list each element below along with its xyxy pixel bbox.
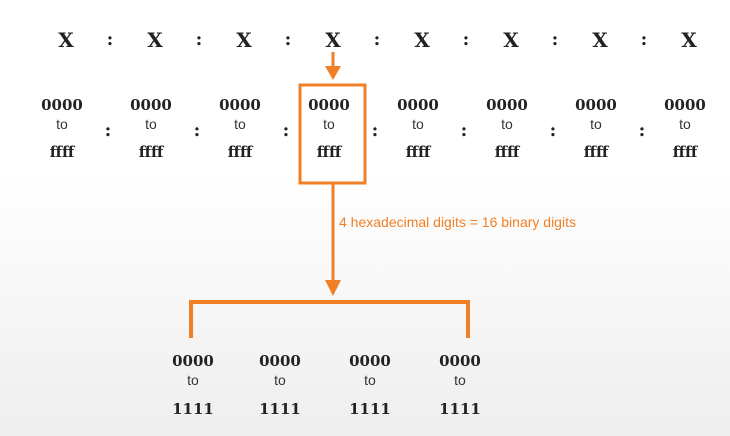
range-to-label: to [323, 116, 335, 132]
hextet-range: 0000 to ffff [655, 96, 715, 161]
colon-separator: : [371, 120, 379, 141]
range-end: 1111 [349, 400, 391, 418]
hextet-placeholder: X [681, 28, 697, 52]
annotation-label: 4 hexadecimal digits = 16 binary digits [339, 214, 576, 230]
hextet-range: 0000 to ffff [121, 96, 181, 161]
hextet-placeholder: X [236, 28, 252, 52]
hextet-range: 0000 to ffff [566, 96, 626, 161]
range-to-label: to [412, 116, 424, 132]
range-to-label: to [364, 372, 376, 388]
down-arrow-middle [325, 184, 341, 296]
range-end: ffff [494, 143, 520, 161]
range-end: ffff [316, 143, 342, 161]
hextet-range: 0000 to ffff [477, 96, 537, 161]
colon-separator: : [373, 29, 381, 50]
range-end: ffff [583, 143, 609, 161]
hextet-placeholder: X [592, 28, 608, 52]
hextet-range: 0000 to ffff [210, 96, 270, 161]
range-end: ffff [405, 143, 431, 161]
nibble-range: 0000 to 1111 [340, 352, 400, 418]
colon-separator: : [551, 29, 559, 50]
range-start: 0000 [172, 352, 214, 370]
hextet-range-highlighted: 0000 to ffff [299, 96, 359, 161]
range-start: 0000 [219, 96, 261, 114]
range-end: 1111 [172, 400, 214, 418]
range-end: ffff [672, 143, 698, 161]
colon-separator: : [193, 120, 201, 141]
colon-separator: : [640, 29, 648, 50]
hextet-placeholder: X [58, 28, 74, 52]
range-end: ffff [138, 143, 164, 161]
hextet-placeholder: X [414, 28, 430, 52]
range-start: 0000 [664, 96, 706, 114]
range-start: 0000 [575, 96, 617, 114]
range-start: 0000 [41, 96, 83, 114]
range-start: 0000 [259, 352, 301, 370]
bracket [189, 300, 470, 338]
range-to-label: to [501, 116, 513, 132]
nibble-range: 0000 to 1111 [163, 352, 223, 418]
hextet-placeholder: X [503, 28, 519, 52]
colon-separator: : [462, 29, 470, 50]
range-to-label: to [679, 116, 691, 132]
range-to-label: to [590, 116, 602, 132]
nibble-range: 0000 to 1111 [250, 352, 310, 418]
colon-separator: : [549, 120, 557, 141]
colon-separator: : [460, 120, 468, 141]
colon-separator: : [195, 29, 203, 50]
range-start: 0000 [130, 96, 172, 114]
colon-separator: : [638, 120, 646, 141]
range-start: 0000 [439, 352, 481, 370]
range-end: ffff [49, 143, 75, 161]
range-start: 0000 [308, 96, 350, 114]
hextet-range: 0000 to ffff [32, 96, 92, 161]
hextet-placeholder: X [325, 28, 341, 52]
range-to-label: to [234, 116, 246, 132]
down-arrow-top [325, 52, 341, 80]
colon-separator: : [104, 120, 112, 141]
colon-separator: : [106, 29, 114, 50]
hextet-placeholder: X [147, 28, 163, 52]
range-end: 1111 [259, 400, 301, 418]
nibble-range: 0000 to 1111 [430, 352, 490, 418]
range-to-label: to [145, 116, 157, 132]
range-to-label: to [56, 116, 68, 132]
colon-separator: : [284, 29, 292, 50]
range-to-label: to [454, 372, 466, 388]
hextet-range: 0000 to ffff [388, 96, 448, 161]
highlight-box [298, 83, 367, 185]
range-start: 0000 [349, 352, 391, 370]
range-to-label: to [274, 372, 286, 388]
colon-separator: : [282, 120, 290, 141]
range-end: ffff [227, 143, 253, 161]
range-start: 0000 [486, 96, 528, 114]
range-to-label: to [187, 372, 199, 388]
range-start: 0000 [397, 96, 439, 114]
range-end: 1111 [439, 400, 481, 418]
